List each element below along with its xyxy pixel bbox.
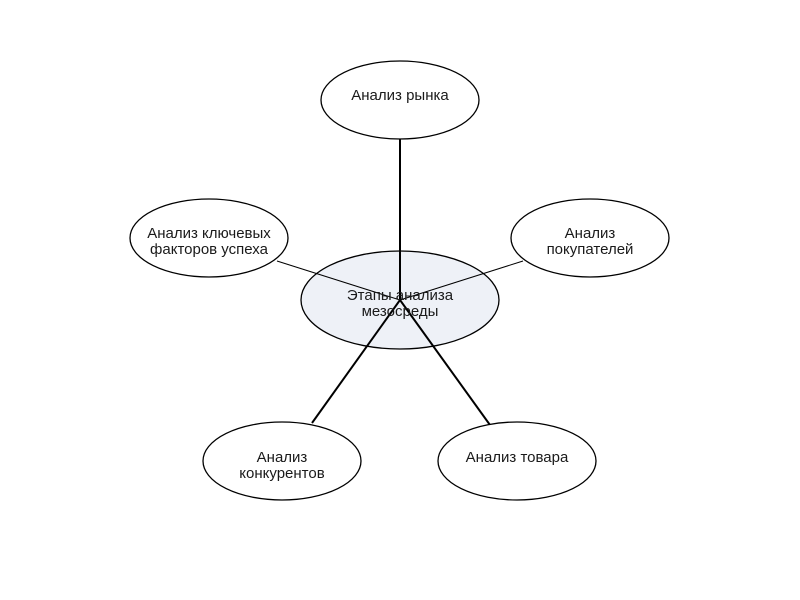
node-buyers-analysis: Анализ покупателей [510,198,670,278]
node-key-factors-label-line2: факторов успеха [150,241,269,258]
node-buyers-ellipse [510,198,670,278]
node-market-ellipse [320,60,480,140]
connector-buyers [399,260,524,301]
node-competitors-label-line1: Анализ [257,449,308,466]
node-market-analysis: Анализ рынка [320,60,480,140]
node-key-factors-ellipse [129,198,289,278]
node-key-factors-analysis: Анализ ключевых факторов успеха [129,198,289,278]
center-label-line2: мезосреды [362,303,439,320]
node-key-factors-label-line1: Анализ ключевых [147,225,271,242]
connector-key-factors [276,260,401,301]
connector-competitors [311,299,401,424]
node-buyers-label-line2: покупателей [547,241,634,258]
connector-product [399,299,491,426]
node-product-ellipse [437,421,597,501]
node-competitors-ellipse [202,421,362,501]
node-buyers-label-line1: Анализ [565,225,616,242]
node-product-label: Анализ товара [466,449,569,466]
node-product-analysis: Анализ товара [437,421,597,501]
node-competitors-label-line2: конкурентов [239,465,324,482]
center-node: Этапы анализа мезосреды [347,287,454,320]
center-label-line1: Этапы анализа [347,287,454,304]
node-competitors-analysis: Анализ конкурентов [202,421,362,501]
node-market-label: Анализ рынка [351,87,449,104]
